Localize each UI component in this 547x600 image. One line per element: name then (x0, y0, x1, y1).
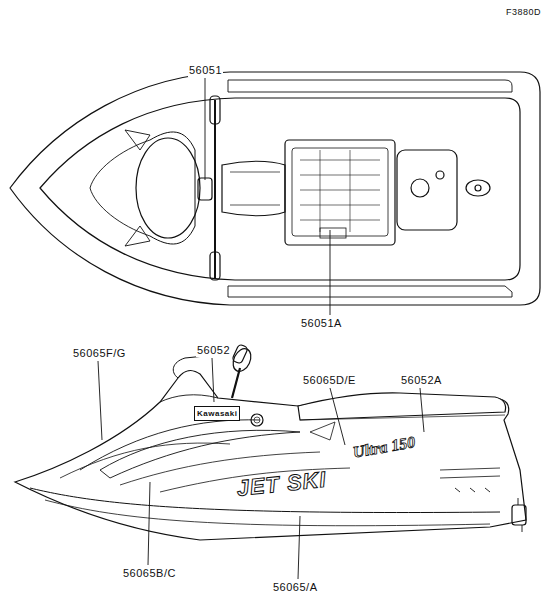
side-view (15, 344, 526, 540)
callout-number: 56052 (196, 344, 231, 357)
figure-id: F3880D (505, 6, 542, 19)
brand-decal: Kawasaki (194, 406, 240, 421)
top-view (10, 72, 540, 305)
callout-number: 56051A (300, 317, 343, 330)
callout-number: 56051 (188, 64, 223, 77)
callout-number: 56052A (400, 374, 443, 387)
leader-lines (98, 78, 424, 579)
model-decal: Ultra 150 (352, 435, 416, 459)
callout-number: 56065D/E (302, 374, 357, 387)
callout-number: 56065B/C (122, 567, 177, 580)
jetski-decal: JET SKI (236, 473, 327, 495)
callout-number: 56065/A (272, 581, 318, 594)
callout-number: 56065F/G (72, 347, 127, 360)
